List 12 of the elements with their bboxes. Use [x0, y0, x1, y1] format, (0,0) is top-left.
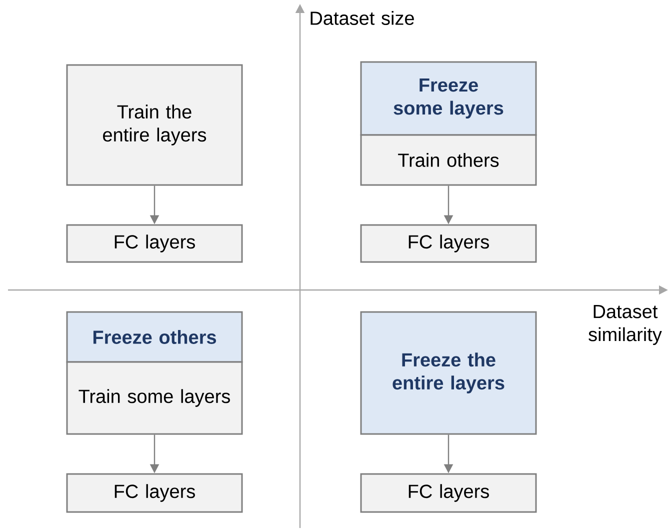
process-box: Train others: [360, 134, 537, 186]
axis-label: Dataset similarity: [588, 305, 662, 345]
process-box: FC layers: [360, 473, 537, 513]
process-box: FC layers: [66, 473, 243, 513]
process-box: Train some layers: [66, 361, 243, 435]
header-box: Freeze the entire layers: [360, 311, 537, 435]
axis-label: Dataset size: [310, 11, 414, 25]
header-box: Freeze some layers: [360, 61, 537, 136]
process-box: FC layers: [360, 224, 537, 263]
process-box: Train the entire layers: [66, 64, 243, 186]
header-box: Freeze others: [66, 311, 243, 363]
process-box: FC layers: [66, 224, 243, 263]
